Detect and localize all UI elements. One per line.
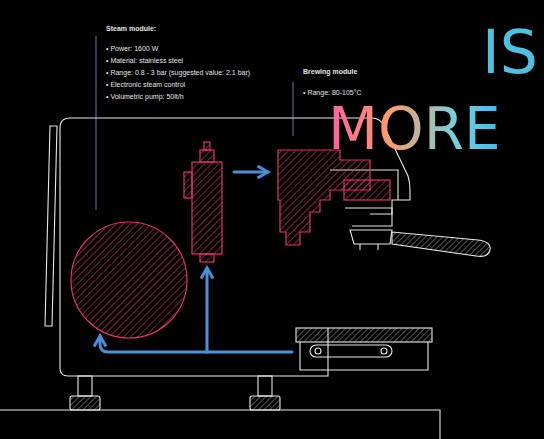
section-heading: Brewing module: [303, 67, 357, 76]
spec-item: • Range: 80-105°C: [303, 88, 362, 97]
spec-item: • Electronic steam control: [106, 80, 185, 89]
spec-item: • Range: 0.8 - 3 bar (suggested value: 2…: [106, 68, 250, 77]
spec-item: • Volumetric pump: 50lt/h: [106, 92, 184, 101]
spec-item: • Power: 1600 W: [106, 44, 158, 53]
spec-item: • Material: stainless steel: [106, 56, 183, 65]
headline-word: MORE: [328, 100, 501, 158]
section-heading: Steam module:: [106, 24, 156, 33]
headline-word: IS: [482, 22, 538, 82]
